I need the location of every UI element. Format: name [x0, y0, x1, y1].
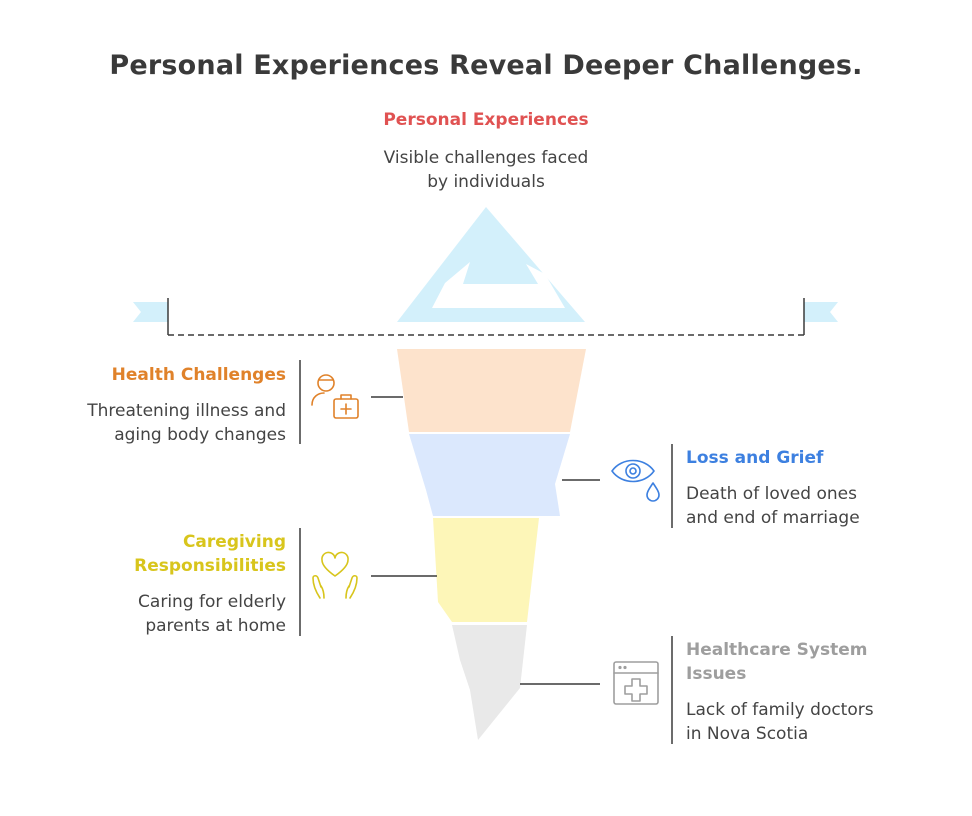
layer-loss-heading: Loss and Grief: [686, 448, 824, 468]
layer-caregiving-description-line-2: parents at home: [145, 616, 286, 636]
iceberg-tip: [397, 207, 585, 322]
layer-loss: [409, 434, 570, 516]
left-flag: [133, 302, 168, 322]
layer-caregiving-heading-line-2: Responsibilities: [134, 556, 286, 576]
medical-window-icon: [613, 661, 659, 705]
layer-healthcare-heading: Healthcare System Issues: [686, 638, 956, 686]
layer-healthcare-description: Lack of family doctors in Nova Scotia: [686, 698, 956, 746]
crying-eye-icon: [611, 459, 660, 502]
layer-caregiving-description-line-1: Caring for elderly: [138, 592, 286, 612]
layer-loss-description-line-1: Death of loved ones: [686, 484, 857, 504]
right-flag: [804, 302, 838, 322]
tip-description-line-1: Visible challenges faced: [383, 148, 589, 168]
layer-health-description-line-2: aging body changes: [114, 425, 286, 445]
page-title: Personal Experiences Reveal Deeper Chall…: [109, 50, 863, 81]
layer-loss-description: Death of loved ones and end of marriage: [686, 482, 946, 530]
layer-caregiving-text: Caregiving Responsibilities Caring for e…: [26, 530, 286, 638]
layer-caregiving-heading: Caregiving Responsibilities: [26, 530, 286, 578]
layer-health-description: Threatening illness and aging body chang…: [26, 399, 286, 447]
heart-in-hands-icon: [312, 551, 358, 599]
tip-description: Visible challenges faced by individuals: [336, 146, 636, 194]
layer-healthcare-description-line-2: in Nova Scotia: [686, 724, 809, 744]
tip-heading: Personal Experiences: [383, 110, 589, 130]
layer-health-text: Health Challenges Threatening illness an…: [26, 363, 286, 447]
layer-health-heading: Health Challenges: [111, 365, 286, 385]
layer-health: [397, 349, 586, 432]
layer-healthcare-description-line-1: Lack of family doctors: [686, 700, 874, 720]
layer-caregiving-heading-line-1: Caregiving: [182, 532, 286, 552]
waterline: [133, 298, 838, 336]
doctor-with-medkit-icon: [311, 374, 359, 419]
layer-caregiving-description: Caring for elderly parents at home: [26, 590, 286, 638]
layer-healthcare: [452, 625, 527, 740]
layer-healthcare-text: Healthcare System Issues Lack of family …: [686, 638, 956, 746]
layer-loss-description-line-2: and end of marriage: [686, 508, 860, 528]
layer-loss-text: Loss and Grief Death of loved ones and e…: [686, 446, 946, 530]
layer-caregiving: [433, 518, 539, 622]
layer-healthcare-heading-line-1: Healthcare System: [686, 640, 868, 660]
tip-description-line-2: by individuals: [427, 172, 545, 192]
layer-health-description-line-1: Threatening illness and: [87, 401, 286, 421]
layer-healthcare-heading-line-2: Issues: [686, 664, 747, 684]
